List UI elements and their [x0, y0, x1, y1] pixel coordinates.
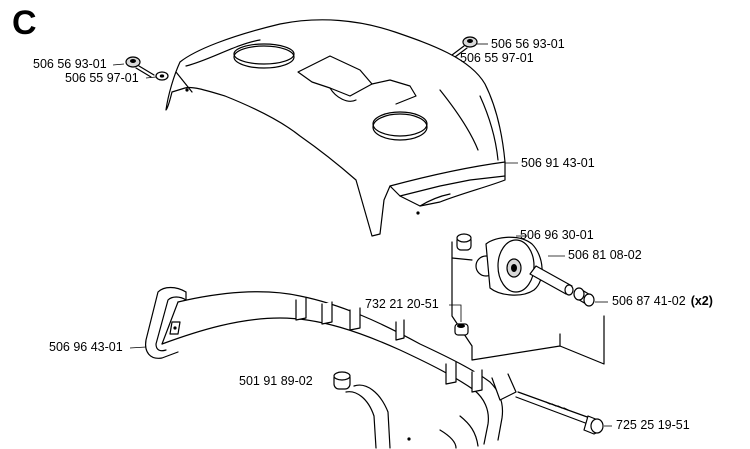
part-number: 506 96 30-01: [520, 228, 594, 242]
bushing-drawing: [573, 287, 595, 307]
part-number: 506 56 93-01: [491, 37, 565, 51]
cover-drawing: [165, 19, 506, 237]
section-letter: C: [12, 4, 37, 42]
part-number: 506 91 43-01: [521, 156, 595, 170]
end-cap-drawing: [333, 371, 351, 390]
part-number: 506 81 08-02: [568, 248, 642, 262]
bolt-right-drawing: [451, 36, 478, 58]
spacer-drawing: [456, 233, 472, 251]
callout-nut: 732 21 20-51: [365, 298, 439, 311]
callout-washer-right: 506 55 97-01: [460, 52, 534, 65]
part-number: 506 55 97-01: [65, 71, 139, 85]
washer-left-drawing: [155, 71, 169, 81]
callout-end-cap: 501 91 89-02: [239, 375, 313, 388]
part-number: 506 87 41-02: [612, 294, 686, 308]
nut-drawing: [454, 323, 469, 336]
callout-long-bolt: 725 25 19-51: [616, 419, 690, 432]
part-number: 725 25 19-51: [616, 418, 690, 432]
part-number: 506 96 43-01: [49, 340, 123, 354]
callout-bumper-frame: 506 96 43-01: [49, 341, 123, 354]
part-number: 501 91 89-02: [239, 374, 313, 388]
callout-bolt-right: 506 56 93-01: [491, 38, 565, 51]
callout-bushing: 506 87 41-02 (x2): [612, 295, 713, 308]
long-bolt-drawing: [515, 391, 604, 435]
axle-drawing: [529, 265, 574, 296]
bolt-left-drawing: [125, 56, 155, 78]
bumper-frame-drawing: [145, 286, 517, 449]
quantity: (x2): [690, 294, 713, 308]
callout-wheel: 506 96 30-01: [520, 229, 594, 242]
callout-axle: 506 81 08-02: [568, 249, 642, 262]
wheel-drawing: [475, 236, 543, 296]
part-number: 506 55 97-01: [460, 51, 534, 65]
wheel-bracket-drawing: [451, 241, 605, 365]
callout-cover: 506 91 43-01: [521, 157, 595, 170]
callout-washer-left: 506 55 97-01: [65, 72, 139, 85]
callout-bolt-left: 506 56 93-01: [33, 58, 107, 71]
part-number: 506 56 93-01: [33, 57, 107, 71]
part-number: 732 21 20-51: [365, 297, 439, 311]
